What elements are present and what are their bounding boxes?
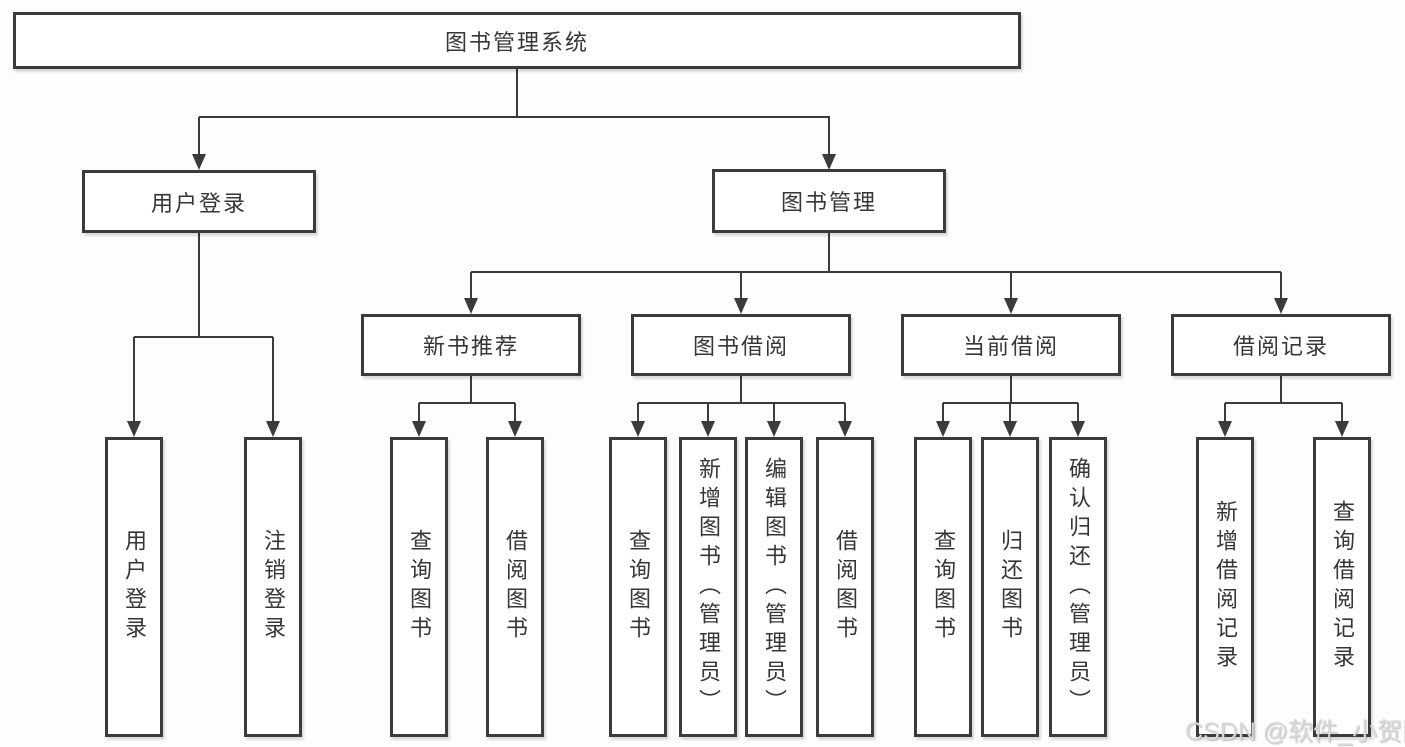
edge-line xyxy=(514,403,516,423)
edge-line xyxy=(1280,376,1282,404)
edge-line xyxy=(1010,376,1012,404)
arrowhead-down-icon xyxy=(192,154,206,170)
branch-node-current-borrow: 当前借阅 xyxy=(901,314,1121,376)
branch-node-book-borrow: 图书借阅 xyxy=(631,314,851,376)
edge-line xyxy=(470,272,472,299)
branch-node-book-management: 图书管理 xyxy=(712,169,946,233)
edge-line xyxy=(773,403,775,423)
arrowhead-down-icon xyxy=(127,421,141,437)
leaf-node-query-books-2: 查询图书 xyxy=(609,437,667,737)
edge-line xyxy=(199,116,830,118)
arrowhead-down-icon xyxy=(1218,421,1232,437)
node-label: 图书借阅 xyxy=(692,334,789,359)
leaf-node-logout: 注销登录 xyxy=(244,437,302,737)
edge-line xyxy=(740,376,742,404)
branch-node-borrow-records: 借阅记录 xyxy=(1171,314,1391,376)
node-label: 用户登录 xyxy=(150,190,247,216)
leaf-node-borrow-books-2: 借阅图书 xyxy=(816,437,874,737)
arrowhead-down-icon xyxy=(1003,421,1017,437)
edge-line xyxy=(707,403,709,423)
edge-line xyxy=(828,233,830,273)
node-label: 图书管理 xyxy=(780,190,877,215)
arrowhead-down-icon xyxy=(822,154,836,170)
node-label: 用户登录 xyxy=(122,529,147,645)
node-label: 查询图书 xyxy=(931,529,956,645)
edge-line xyxy=(418,403,420,423)
node-label: 确认归还（管理员） xyxy=(1066,456,1091,718)
arrowhead-down-icon xyxy=(1071,421,1085,437)
leaf-node-borrow-books-1: 借阅图书 xyxy=(486,437,544,737)
leaf-node-edit-book-admin: 编辑图书（管理员） xyxy=(745,437,803,737)
arrowhead-down-icon xyxy=(767,421,781,437)
edge-line xyxy=(516,69,518,118)
edge-line xyxy=(471,271,1281,273)
edge-line xyxy=(134,336,273,338)
node-label: 当前借阅 xyxy=(962,334,1059,359)
arrowhead-down-icon xyxy=(838,421,852,437)
edge-line xyxy=(942,403,944,423)
edge-line xyxy=(1009,403,1011,423)
edge-line xyxy=(1280,272,1282,299)
arrowhead-down-icon xyxy=(701,421,715,437)
leaf-node-confirm-return-admin: 确认归还（管理员） xyxy=(1049,437,1107,737)
node-label: 注销登录 xyxy=(261,529,286,645)
leaf-node-query-books-1: 查询图书 xyxy=(390,437,448,737)
node-label: 借阅图书 xyxy=(503,529,528,645)
leaf-node-user-login: 用户登录 xyxy=(105,437,163,737)
leaf-node-add-book-admin: 新增图书（管理员） xyxy=(679,437,737,737)
edge-line xyxy=(1341,403,1343,423)
node-label: 图书管理系统 xyxy=(444,29,589,55)
edge-line xyxy=(272,337,274,423)
arrowhead-down-icon xyxy=(412,421,426,437)
arrowhead-down-icon xyxy=(1004,298,1018,314)
arrowhead-down-icon xyxy=(631,421,645,437)
arrowhead-down-icon xyxy=(1274,298,1288,314)
node-label: 借阅图书 xyxy=(833,529,858,645)
branch-node-user-login: 用户登录 xyxy=(82,170,316,233)
edge-line xyxy=(828,117,830,155)
arrowhead-down-icon xyxy=(734,298,748,314)
edge-line xyxy=(198,233,200,338)
leaf-node-return-book: 归还图书 xyxy=(981,437,1039,737)
arrowhead-down-icon xyxy=(464,298,478,314)
edge-line xyxy=(1225,402,1342,404)
node-label: 借阅记录 xyxy=(1232,334,1329,359)
edge-line xyxy=(638,402,845,404)
node-label: 归还图书 xyxy=(998,529,1023,645)
node-label: 新书推荐 xyxy=(422,334,519,359)
branch-node-new-book-recommend: 新书推荐 xyxy=(361,314,581,376)
watermark: CSDN @软件_小贺同学 xyxy=(1185,718,1405,746)
arrowhead-down-icon xyxy=(936,421,950,437)
leaf-node-query-borrow-record: 查询借阅记录 xyxy=(1313,437,1371,737)
edge-line xyxy=(419,402,515,404)
edge-line xyxy=(740,272,742,299)
edge-line xyxy=(1010,272,1012,299)
arrowhead-down-icon xyxy=(1335,421,1349,437)
edge-line xyxy=(1077,403,1079,423)
node-label: 编辑图书（管理员） xyxy=(762,456,787,718)
node-label: 新增借阅记录 xyxy=(1213,500,1238,674)
edge-line xyxy=(637,403,639,423)
node-label: 新增图书（管理员） xyxy=(696,456,721,718)
edge-line xyxy=(1224,403,1226,423)
leaf-node-add-borrow-record: 新增借阅记录 xyxy=(1196,437,1254,737)
node-label: 查询借阅记录 xyxy=(1330,500,1355,674)
leaf-node-query-books-3: 查询图书 xyxy=(914,437,972,737)
arrowhead-down-icon xyxy=(266,421,280,437)
edge-line xyxy=(844,403,846,423)
node-label: 查询图书 xyxy=(407,529,432,645)
arrowhead-down-icon xyxy=(508,421,522,437)
root-node-library-system: 图书管理系统 xyxy=(13,12,1021,69)
edge-line xyxy=(133,337,135,423)
edge-line xyxy=(470,376,472,404)
node-label: 查询图书 xyxy=(626,529,651,645)
edge-line xyxy=(198,117,200,155)
